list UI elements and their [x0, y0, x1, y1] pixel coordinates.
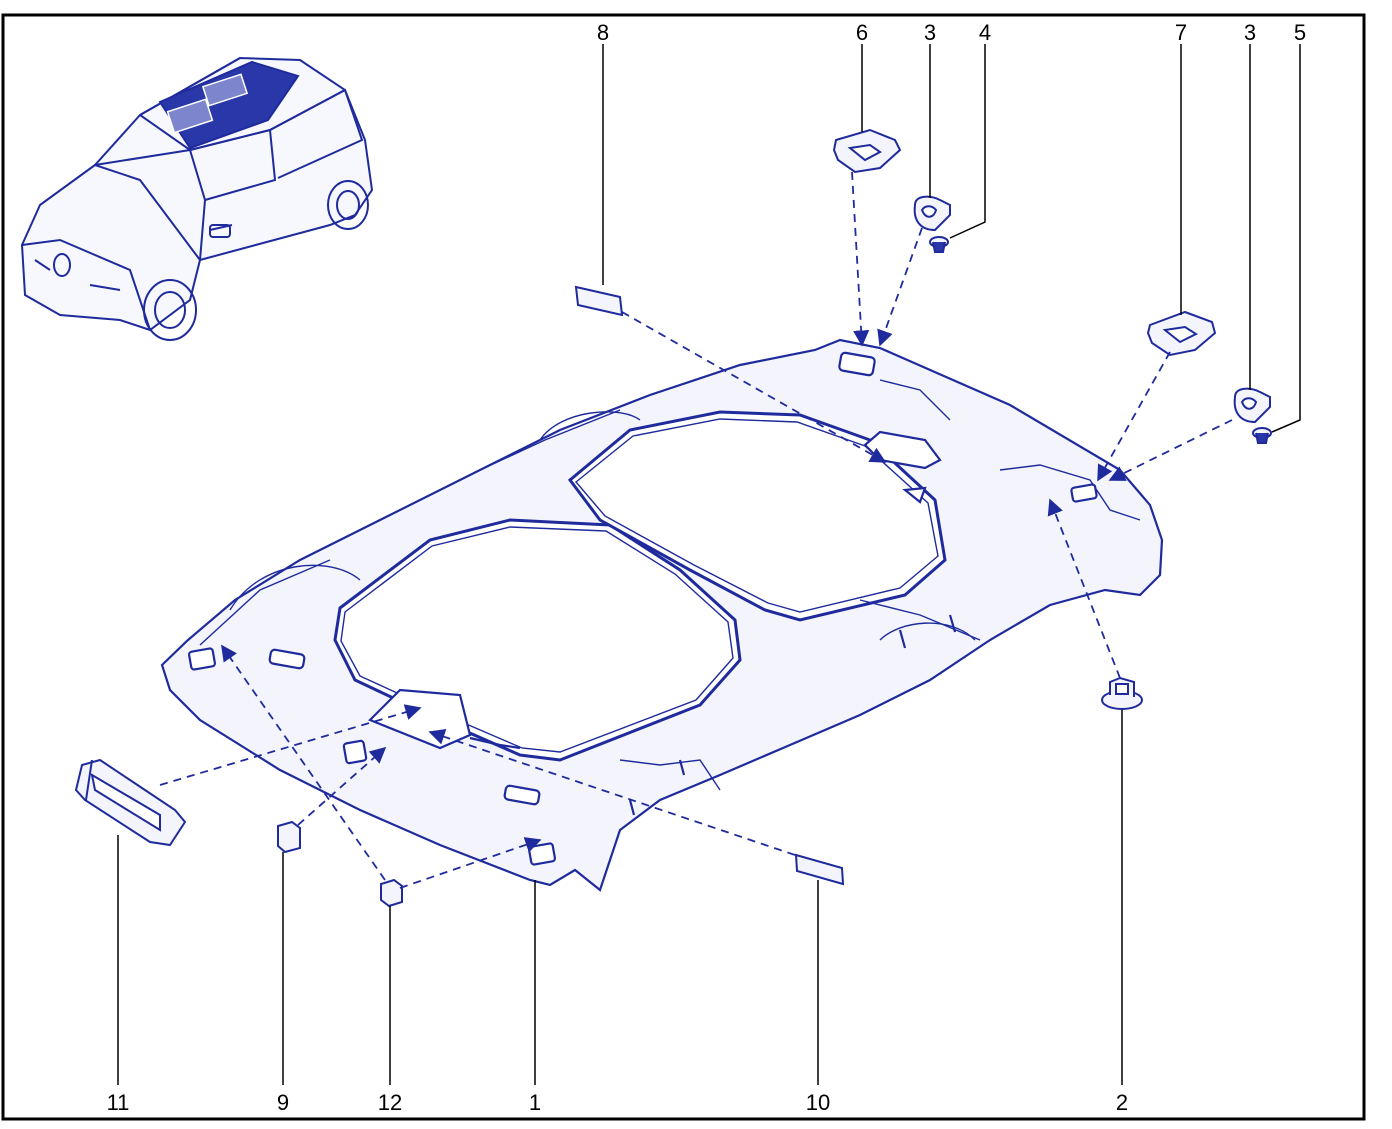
leader-lines [117, 44, 1301, 1085]
part-9-clip [277, 820, 301, 854]
callout-9: 9 [277, 1090, 289, 1115]
callout-12: 12 [378, 1090, 402, 1115]
part-4-nut [929, 236, 949, 253]
callout-labels: 8 6 3 4 7 3 5 11 9 12 1 10 2 [107, 20, 1307, 1115]
assembly-lines [159, 171, 1233, 889]
callout-1: 1 [529, 1090, 541, 1115]
callout-8: 8 [597, 20, 609, 45]
callout-3a: 3 [924, 20, 936, 45]
callout-4: 4 [979, 20, 991, 45]
part-8-strip [574, 285, 624, 317]
headliner-panel [160, 338, 1164, 892]
callout-7: 7 [1175, 20, 1187, 45]
callout-3b: 3 [1244, 20, 1256, 45]
part-3b-clip [1233, 387, 1271, 424]
part-2-fastener [1101, 676, 1143, 710]
callout-10: 10 [806, 1090, 830, 1115]
part-3a-clip [913, 195, 951, 232]
diagram-border [1, 13, 1366, 1121]
part-12-clip [380, 878, 403, 908]
callout-6: 6 [856, 20, 868, 45]
callout-2: 2 [1116, 1090, 1128, 1115]
callout-11: 11 [107, 1090, 130, 1115]
part-6-bracket [832, 128, 902, 174]
part-5-nut [1252, 427, 1272, 444]
callout-5: 5 [1294, 20, 1306, 45]
car-overview-icon [20, 56, 374, 341]
part-7-bracket [1146, 310, 1217, 357]
part-11-visor [74, 758, 187, 847]
part-10-strip [794, 853, 845, 886]
